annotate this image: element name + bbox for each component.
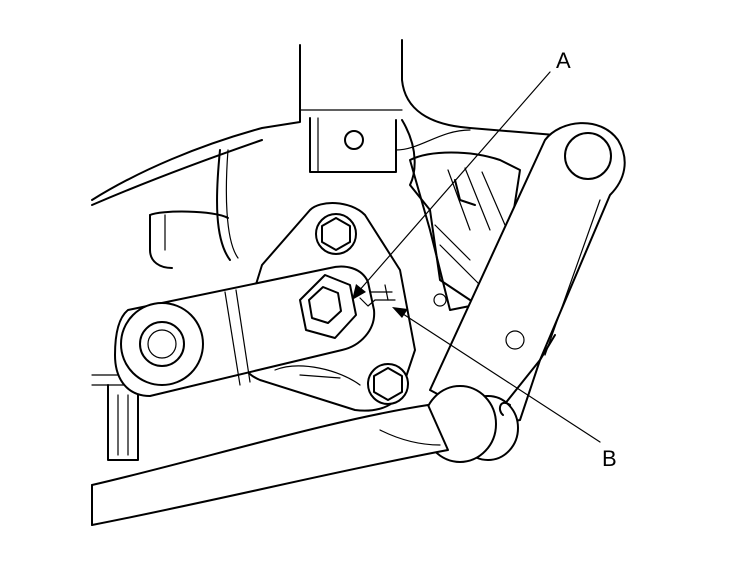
housing-outline [91,39,556,301]
adjuster-pivot-bushing [120,302,204,386]
callout-b-label: B [602,446,617,471]
lower-link-rod [91,404,449,526]
callout-a-label: A [556,48,571,73]
lower-bracket-bolt [367,363,409,405]
upper-bracket-bolt [315,213,357,255]
leader-a [352,71,551,300]
center-hex-nut [299,274,357,339]
right-lever-arm [429,122,626,426]
mount-tab [344,130,364,150]
actuator-cylinder [91,210,229,461]
leader-b [392,307,601,443]
index-mark [359,297,376,307]
